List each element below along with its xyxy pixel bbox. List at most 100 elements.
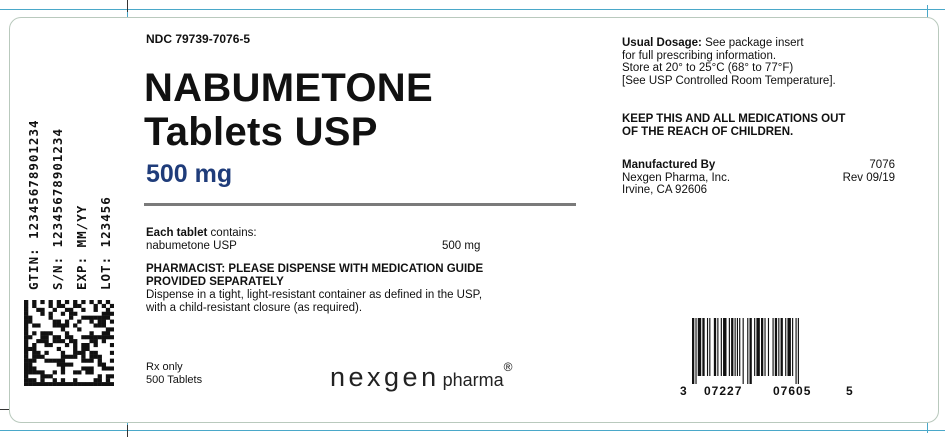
matrix-module — [89, 358, 94, 363]
matrix-module — [24, 358, 29, 363]
matrix-module — [69, 335, 74, 340]
matrix-module — [93, 315, 98, 320]
matrix-module — [60, 303, 66, 309]
matrix-module — [28, 378, 33, 383]
matrix-module — [109, 382, 114, 386]
matrix-module — [60, 327, 66, 332]
matrix-module — [89, 319, 94, 324]
matrix-module — [24, 335, 29, 340]
matrix-module — [73, 343, 78, 348]
matrix-module — [36, 370, 41, 375]
dosage-line1: See package insert — [701, 37, 804, 49]
matrix-module — [40, 370, 45, 375]
pharmacist-note: PHARMACIST: PLEASE DISPENSE WITH MEDICAT… — [146, 263, 483, 289]
matrix-module — [105, 327, 111, 332]
expiry-date: EXP: MM/YY — [74, 204, 89, 290]
matrix-module — [40, 307, 45, 312]
matrix-module — [93, 354, 98, 359]
matrix-module — [44, 331, 49, 336]
matrix-module — [105, 315, 111, 320]
barcode-bar — [706, 318, 709, 376]
barcode-bar — [772, 318, 774, 376]
dispense-line1: Dispense in a tight, light-resistant con… — [146, 289, 483, 301]
label-code: 7076 — [869, 159, 895, 171]
manufacturer-city: Irvine, CA 92606 — [622, 184, 708, 196]
matrix-module — [64, 335, 70, 340]
product-form: Tablets USP — [144, 110, 378, 154]
matrix-module — [28, 319, 33, 324]
matrix-module — [89, 331, 94, 336]
barcode-bar — [697, 318, 702, 376]
matrix-module — [77, 370, 82, 375]
matrix-module — [44, 335, 49, 340]
matrix-module — [64, 382, 70, 386]
guide-line-top — [0, 9, 945, 10]
matrix-module — [93, 303, 98, 309]
matrix-module — [56, 303, 62, 309]
matrix-module — [105, 382, 111, 386]
barcode-right-digit: 5 — [846, 384, 853, 398]
matrix-module — [24, 354, 29, 359]
matrix-module — [40, 378, 45, 383]
label-codes: 7076 Rev 09/19 — [843, 159, 895, 184]
matrix-module — [44, 343, 49, 348]
manufacturer-info: Manufactured By Nexgen Pharma, Inc. Irvi… — [622, 159, 730, 197]
barcode-bar — [792, 318, 794, 376]
matrix-module — [93, 339, 98, 344]
matrix-module — [81, 354, 86, 359]
matrix-module — [109, 343, 114, 348]
matrix-module — [32, 346, 37, 352]
matrix-module — [89, 339, 94, 344]
matrix-module — [40, 335, 45, 340]
matrix-module — [105, 374, 111, 379]
barcode-bar — [797, 318, 799, 384]
pharmacist-note-line2: PROVIDED SEPARATELY — [146, 276, 284, 288]
barcode-bar — [795, 318, 797, 384]
matrix-module — [52, 339, 57, 344]
warning-line1: KEEP THIS AND ALL MEDICATIONS OUT — [622, 113, 846, 125]
matrix-module — [89, 300, 94, 305]
matrix-module — [64, 323, 70, 328]
matrix-module — [101, 366, 107, 371]
matrix-module — [93, 382, 98, 386]
matrix-module — [69, 307, 74, 312]
matrix-module — [60, 339, 66, 344]
product-strength: 500 mg — [146, 160, 233, 188]
barcode-bar — [728, 318, 730, 376]
matrix-module — [36, 307, 41, 312]
barcode-bar — [756, 318, 760, 376]
matrix-module — [52, 323, 57, 328]
barcode-bar — [778, 318, 780, 376]
matrix-module — [52, 382, 57, 386]
matrix-module — [48, 315, 53, 320]
matrix-module — [69, 382, 74, 386]
matrix-module — [105, 335, 111, 340]
matrix-module — [40, 354, 45, 359]
matrix-module — [60, 370, 66, 375]
matrix-module — [69, 311, 74, 316]
matrix-module — [32, 350, 37, 355]
matrix-module — [24, 366, 29, 371]
logo-main-text: nexgen — [330, 362, 440, 392]
barcode-group2: 07605 — [773, 384, 812, 398]
divider-rule — [144, 203, 576, 206]
matrix-module — [69, 362, 74, 367]
matrix-module — [109, 374, 114, 379]
matrix-module — [60, 354, 66, 359]
matrix-module — [85, 343, 90, 348]
matrix-module — [40, 339, 45, 344]
matrix-module — [105, 307, 111, 312]
matrix-module — [24, 370, 29, 375]
matrix-module — [32, 378, 37, 383]
matrix-module — [28, 346, 33, 352]
matrix-module — [40, 374, 45, 379]
matrix-module — [105, 366, 111, 371]
matrix-module — [28, 358, 33, 363]
matrix-module — [64, 307, 70, 312]
barcode-bar — [742, 318, 744, 384]
matrix-module — [73, 311, 78, 316]
matrix-module — [24, 323, 29, 328]
matrix-module — [44, 339, 49, 344]
matrix-module — [64, 354, 70, 359]
matrix-module — [81, 335, 86, 340]
